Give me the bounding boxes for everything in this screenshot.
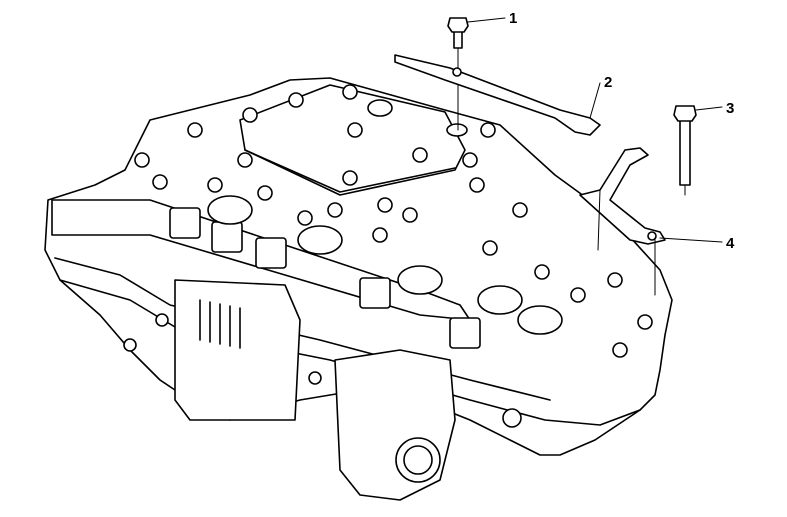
harness-connector	[334, 349, 456, 501]
alignment-boss	[367, 99, 393, 117]
callout-1: 1	[509, 10, 518, 27]
spool-valve	[297, 225, 343, 255]
leader-4	[659, 237, 723, 243]
callout-3: 3	[726, 100, 735, 117]
bolt-part-3	[673, 105, 697, 186]
callout-2: 2	[604, 74, 613, 91]
leader-3	[695, 106, 723, 111]
connector-socket-inner	[403, 445, 433, 475]
leader-2	[589, 82, 601, 119]
port-hole	[502, 408, 522, 428]
solenoid	[255, 237, 287, 269]
solenoid	[359, 277, 391, 309]
bracket-4-hole	[647, 231, 657, 241]
solenoid	[169, 207, 201, 239]
spring-bracket-part-2	[394, 54, 601, 136]
cover-plate-gasket	[244, 149, 456, 193]
leader-1	[467, 17, 506, 23]
solenoid	[211, 221, 243, 253]
body-bolts	[123, 84, 653, 385]
callout-4: 4	[726, 235, 735, 252]
bracket-4-guides	[597, 189, 656, 296]
spool-valve	[477, 285, 523, 315]
bolt-part-1	[447, 17, 469, 49]
solenoid	[449, 317, 481, 349]
spool-valve	[397, 265, 443, 295]
bolt-hole-boss	[446, 123, 468, 137]
spool-valve	[207, 195, 253, 225]
control-module	[174, 279, 301, 421]
module-ribs	[199, 299, 241, 349]
spool-valve	[517, 305, 563, 335]
bracket-hole	[452, 67, 462, 77]
